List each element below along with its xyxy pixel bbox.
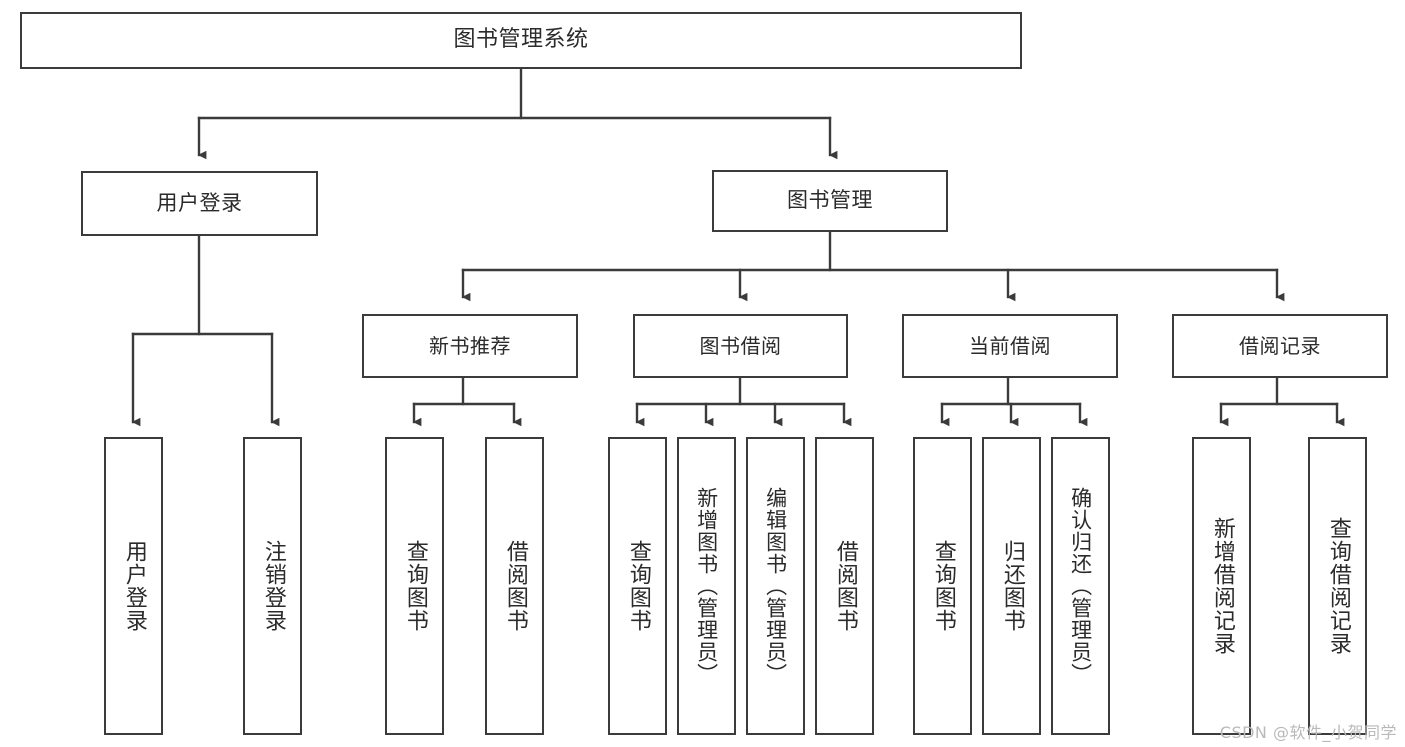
node-new-book-recommend-label: 新书推荐 bbox=[429, 334, 511, 358]
node-leaf-borrow-book-1[interactable]: 借阅图书 bbox=[485, 437, 544, 735]
node-leaf-query-book-1[interactable]: 查询图书 bbox=[385, 437, 444, 735]
node-root-label: 图书管理系统 bbox=[453, 27, 589, 53]
node-leaf-edit-book[interactable]: 编辑图书（管理员） bbox=[746, 437, 805, 735]
node-leaf-query-record-label: 查询借阅记录 bbox=[1325, 517, 1351, 655]
node-leaf-logout-login[interactable]: 注销登录 bbox=[243, 437, 302, 735]
node-current-borrow[interactable]: 当前借阅 bbox=[902, 314, 1118, 378]
node-current-borrow-label: 当前借阅 bbox=[969, 334, 1051, 358]
node-leaf-add-record[interactable]: 新增借阅记录 bbox=[1192, 437, 1251, 735]
node-leaf-query-book-2-label: 查询图书 bbox=[625, 540, 651, 632]
node-borrow-record-label: 借阅记录 bbox=[1239, 334, 1321, 358]
node-user-login[interactable]: 用户登录 bbox=[81, 171, 318, 236]
node-leaf-query-record[interactable]: 查询借阅记录 bbox=[1308, 437, 1367, 735]
node-leaf-add-book-label: 新增图书（管理员） bbox=[694, 487, 719, 685]
node-book-management-label: 图书管理 bbox=[787, 188, 873, 213]
node-root[interactable]: 图书管理系统 bbox=[20, 12, 1022, 69]
node-leaf-confirm-return-label: 确认归还（管理员） bbox=[1068, 487, 1093, 685]
node-new-book-recommend[interactable]: 新书推荐 bbox=[362, 314, 578, 378]
node-book-borrow-label: 图书借阅 bbox=[699, 334, 782, 358]
node-leaf-return-book[interactable]: 归还图书 bbox=[982, 437, 1041, 735]
node-leaf-query-book-3[interactable]: 查询图书 bbox=[913, 437, 972, 735]
node-leaf-query-book-3-label: 查询图书 bbox=[930, 540, 956, 632]
node-leaf-add-book[interactable]: 新增图书（管理员） bbox=[677, 437, 736, 735]
node-leaf-add-record-label: 新增借阅记录 bbox=[1209, 517, 1235, 655]
node-leaf-edit-book-label: 编辑图书（管理员） bbox=[763, 487, 788, 685]
node-leaf-borrow-book-2[interactable]: 借阅图书 bbox=[815, 437, 874, 735]
node-leaf-confirm-return[interactable]: 确认归还（管理员） bbox=[1051, 437, 1110, 735]
node-leaf-logout-login-label: 注销登录 bbox=[260, 540, 286, 632]
watermark-text: CSDN @软件_小贺同学 bbox=[1219, 723, 1397, 742]
node-leaf-user-login-label: 用户登录 bbox=[121, 540, 147, 632]
node-borrow-record[interactable]: 借阅记录 bbox=[1172, 314, 1388, 378]
node-leaf-borrow-book-2-label: 借阅图书 bbox=[832, 540, 858, 632]
node-leaf-query-book-2[interactable]: 查询图书 bbox=[608, 437, 667, 735]
node-user-login-label: 用户登录 bbox=[156, 190, 243, 215]
node-leaf-return-book-label: 归还图书 bbox=[999, 540, 1025, 632]
node-leaf-user-login[interactable]: 用户登录 bbox=[104, 437, 163, 735]
node-book-management[interactable]: 图书管理 bbox=[712, 170, 948, 232]
node-leaf-query-book-1-label: 查询图书 bbox=[402, 540, 428, 632]
node-leaf-borrow-book-1-label: 借阅图书 bbox=[502, 540, 528, 632]
node-book-borrow[interactable]: 图书借阅 bbox=[633, 314, 848, 378]
